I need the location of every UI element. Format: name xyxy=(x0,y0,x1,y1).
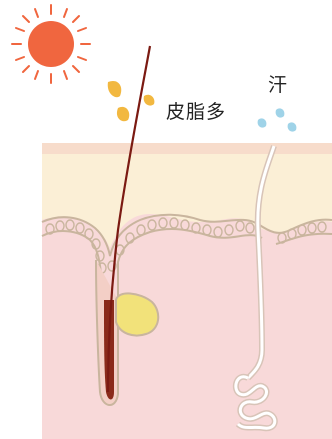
sebum-drop-icon xyxy=(108,81,155,121)
sweat-drop-icon xyxy=(258,108,297,131)
sweat-label: 汗 xyxy=(268,70,287,97)
skin-surface-layer xyxy=(42,143,332,154)
sun-icon xyxy=(12,5,90,83)
sebum-label: 皮脂多 xyxy=(166,97,226,124)
